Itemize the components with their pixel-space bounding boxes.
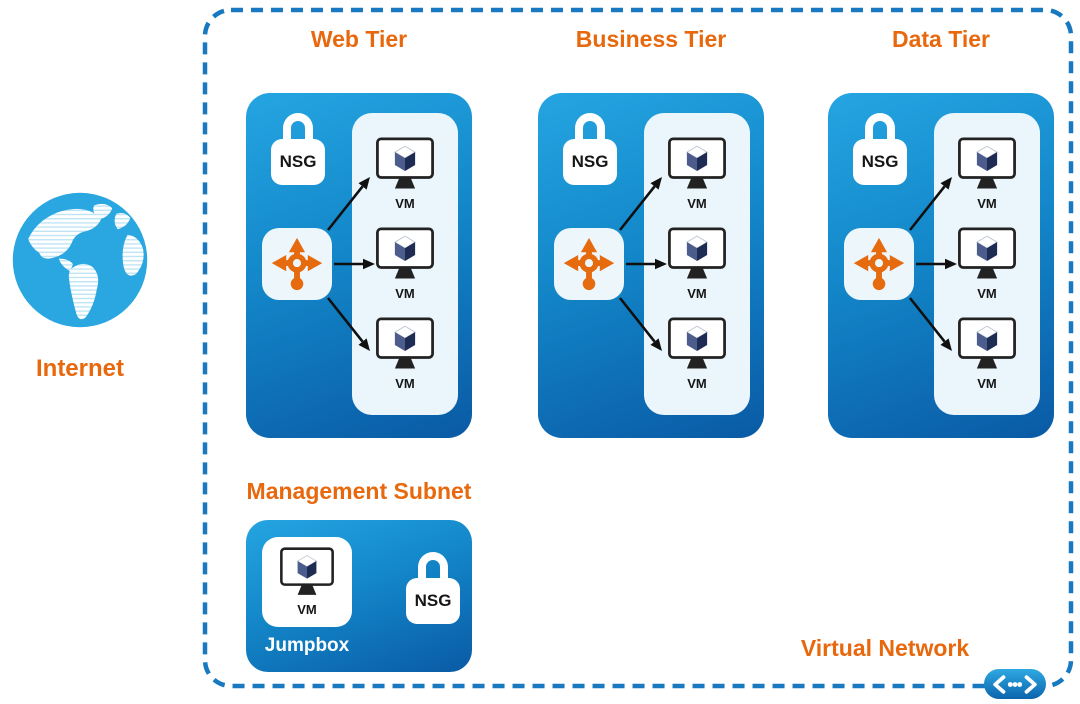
load-balancer-icon: [844, 228, 914, 300]
subnet-business-tier: Business Tier NSG VM VM VM: [538, 0, 764, 445]
vm-node: VM: [667, 317, 727, 391]
subnet-management: Management Subnet VM Jumpbox NSG: [246, 478, 472, 678]
subnet-data-tier: Data Tier NSG VM VM VM: [828, 0, 1054, 445]
load-balancer-icon: [554, 228, 624, 300]
vm-node: VM: [957, 137, 1017, 211]
vm-node: VM: [667, 137, 727, 211]
vm-icon: [279, 547, 335, 600]
padlock-shackle: [283, 113, 313, 140]
vm-node: VM: [375, 317, 435, 391]
virtual-network-label: Virtual Network: [800, 635, 970, 661]
globe-icon: [12, 192, 148, 328]
nsg-label: NSG: [563, 139, 617, 185]
jumpbox-label: Jumpbox: [264, 635, 350, 656]
vm-node: VM: [375, 137, 435, 211]
vm-label: VM: [977, 286, 997, 301]
internet-label: Internet: [35, 355, 124, 382]
nsg-icon: NSG: [563, 113, 617, 185]
web-tier-label: Web Tier: [310, 26, 408, 52]
vm-icon: [667, 227, 727, 284]
business-tier-subnet-box: NSG VM VM VM: [538, 93, 764, 438]
vm-node: VM: [667, 227, 727, 301]
nsg-icon: NSG: [853, 113, 907, 185]
nsg-icon: NSG: [406, 552, 460, 624]
vm-label: VM: [395, 196, 415, 211]
padlock-shackle: [865, 113, 895, 140]
nsg-label: NSG: [406, 578, 460, 624]
vm-icon: [957, 137, 1017, 194]
vm-icon: [957, 227, 1017, 284]
nsg-label: NSG: [853, 139, 907, 185]
jumpbox-node: VM: [262, 537, 352, 627]
vm-label: VM: [395, 376, 415, 391]
padlock-shackle: [418, 552, 448, 579]
vm-label: VM: [687, 286, 707, 301]
vm-group-panel: VM VM VM: [644, 113, 750, 415]
vm-label: VM: [977, 376, 997, 391]
vm-label: VM: [687, 196, 707, 211]
management-subnet-box: VM Jumpbox NSG: [246, 520, 472, 672]
internet-node: Internet: [6, 190, 154, 383]
vm-node: VM: [375, 227, 435, 301]
vm-group-panel: VM VM VM: [352, 113, 458, 415]
vm-icon: [957, 317, 1017, 374]
nsg-label: NSG: [271, 139, 325, 185]
vm-icon: [375, 227, 435, 284]
vm-icon: [375, 137, 435, 194]
vm-icon: [375, 317, 435, 374]
management-subnet-label: Management Subnet: [246, 478, 472, 504]
virtual-network-icon: [984, 669, 1046, 699]
virtual-network-boundary: [202, 7, 1074, 689]
vm-icon: [667, 317, 727, 374]
vm-icon: [667, 137, 727, 194]
load-balancer-icon: [262, 228, 332, 300]
data-tier-subnet-box: NSG VM VM VM: [828, 93, 1054, 438]
business-tier-label: Business Tier: [575, 26, 727, 52]
vm-label: VM: [977, 196, 997, 211]
vm-group-panel: VM VM VM: [934, 113, 1040, 415]
data-tier-label: Data Tier: [891, 26, 990, 52]
vm-label: VM: [297, 602, 317, 617]
web-tier-subnet-box: NSG VM VM VM: [246, 93, 472, 438]
padlock-shackle: [575, 113, 605, 140]
vm-node: VM: [957, 227, 1017, 301]
subnet-web-tier: Web Tier NSG VM VM VM: [246, 0, 472, 445]
vm-label: VM: [687, 376, 707, 391]
vm-node: VM: [957, 317, 1017, 391]
vm-label: VM: [395, 286, 415, 301]
nsg-icon: NSG: [271, 113, 325, 185]
